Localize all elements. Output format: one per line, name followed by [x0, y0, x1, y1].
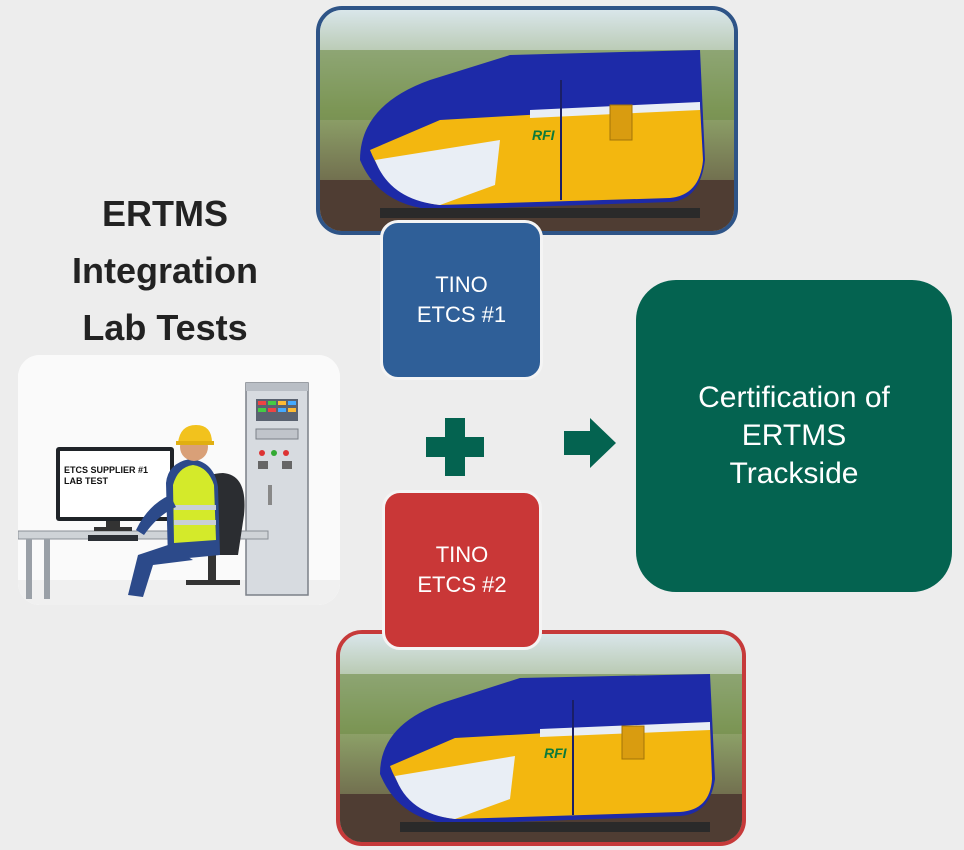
rfi-logo: RFI: [544, 745, 568, 761]
lab-screen-line-1: ETCS SUPPLIER #1: [64, 465, 148, 475]
tino-etcs-1-box: TINO ETCS #1: [380, 220, 543, 380]
plus-icon: [426, 418, 484, 476]
title-line-3: Lab Tests: [82, 307, 248, 348]
arrow-right-icon: [564, 418, 616, 468]
title-line-1: ERTMS: [102, 193, 228, 234]
certification-line-3: Trackside: [729, 457, 859, 490]
train-photo-bottom: RFI: [336, 630, 746, 846]
diagram-title: ERTMS Integration Lab Tests: [40, 185, 290, 356]
tino-2-line-1: TINO: [435, 542, 489, 567]
tino-2-line-2: ETCS #2: [417, 572, 507, 597]
tino-1-line-1: TINO: [435, 272, 488, 297]
lab-test-illustration: ETCS SUPPLIER #1 LAB TEST: [18, 355, 340, 605]
certification-box: Certification of ERTMS Trackside: [636, 280, 952, 592]
title-line-2: Integration: [72, 250, 258, 291]
train-photo-top: RFI: [316, 6, 738, 235]
certification-line-2: ERTMS: [741, 419, 847, 452]
rfi-logo: RFI: [532, 127, 556, 143]
tino-etcs-2-box: TINO ETCS #2: [382, 490, 542, 650]
certification-line-1: Certification of: [698, 381, 890, 414]
lab-screen-line-2: LAB TEST: [64, 476, 109, 486]
tino-1-line-2: ETCS #1: [416, 302, 507, 327]
